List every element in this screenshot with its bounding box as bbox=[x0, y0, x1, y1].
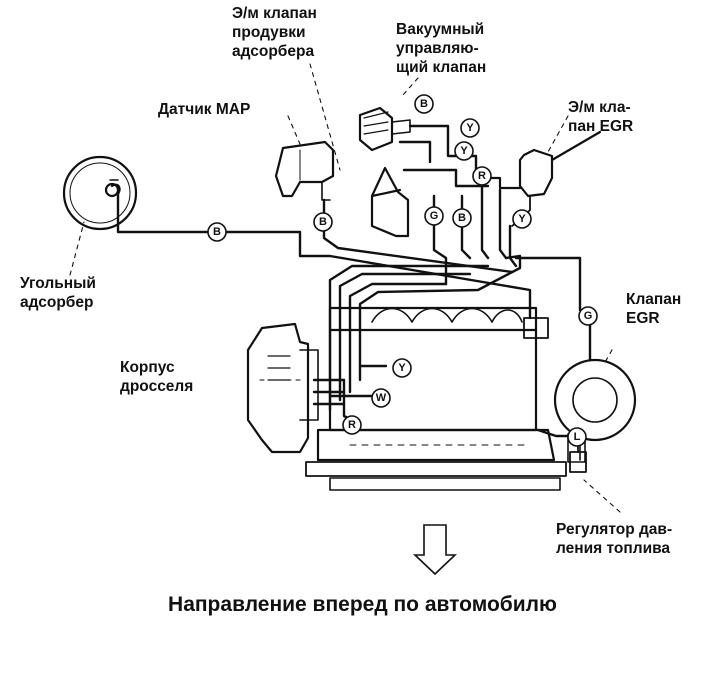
tag-top-y2-text: Y bbox=[460, 145, 468, 157]
tag-mid-r: R bbox=[472, 166, 492, 186]
tag-top-y1: Y bbox=[460, 118, 480, 138]
tag-mid-g: G bbox=[424, 206, 444, 226]
tag-throttle-w-text: W bbox=[376, 392, 387, 404]
engine-block bbox=[305, 306, 567, 491]
front-direction-caption: Направление вперед по автомобилю bbox=[168, 593, 557, 616]
charcoal-canister bbox=[62, 155, 138, 231]
tag-egr-g: G bbox=[578, 306, 598, 326]
tag-vacuum-top-text: B bbox=[420, 98, 428, 110]
tag-canister-line: B bbox=[207, 222, 227, 242]
tag-vacuum-top: B bbox=[414, 94, 434, 114]
map-sensor bbox=[274, 140, 335, 201]
leader-lines bbox=[69, 63, 621, 513]
label-throttle-body: Корпус дросселя bbox=[120, 359, 194, 395]
tag-top-y1-text: Y bbox=[466, 122, 474, 134]
tag-mid-g-text: G bbox=[430, 210, 439, 222]
tag-top-y2: Y bbox=[454, 141, 474, 161]
vacuum-control-valve bbox=[358, 106, 411, 152]
throttle-body bbox=[246, 322, 319, 454]
tag-map-line: B bbox=[313, 212, 333, 232]
tag-throttle-y-text: Y bbox=[398, 362, 406, 374]
tag-mid-b-text: B bbox=[458, 212, 466, 224]
label-fuel-pressure-regulator: Регулятор дав- ления топлива bbox=[556, 521, 673, 557]
label-vacuum-valve: Вакуумный управляю- щий клапан bbox=[396, 21, 487, 76]
label-egr-valve: Клапан EGR bbox=[626, 291, 682, 327]
egr-valve bbox=[553, 358, 637, 463]
egr-solenoid bbox=[486, 130, 602, 227]
tag-regulator-l: L bbox=[567, 427, 587, 447]
purge-solenoid bbox=[370, 166, 410, 238]
tag-mid-y-text: Y bbox=[518, 213, 526, 225]
tag-mid-b: B bbox=[452, 208, 472, 228]
tag-mid-r-text: R bbox=[478, 170, 486, 182]
label-purge-solenoid: Э/м клапан продувки адсорбера bbox=[232, 5, 317, 60]
tag-throttle-y: Y bbox=[392, 358, 412, 378]
front-direction-arrow-icon bbox=[412, 524, 458, 576]
tag-regulator-l-text: L bbox=[574, 431, 581, 443]
label-egr-solenoid: Э/м кла- пан EGR bbox=[568, 99, 634, 135]
tag-egr-g-text: G bbox=[584, 310, 593, 322]
tag-map-line-text: B bbox=[319, 216, 327, 228]
tag-throttle-r-text: R bbox=[348, 419, 356, 431]
tag-mid-y: Y bbox=[512, 209, 532, 229]
tag-throttle-r: R bbox=[342, 415, 362, 435]
hose-tags: B B B Y Y R G B Y G Y W R L bbox=[207, 94, 598, 447]
label-charcoal-canister: Угольный адсорбер bbox=[20, 275, 96, 311]
label-map-sensor: Датчик MAP bbox=[158, 101, 251, 118]
tag-canister-line-text: B bbox=[213, 226, 221, 238]
tag-throttle-w: W bbox=[371, 388, 391, 408]
